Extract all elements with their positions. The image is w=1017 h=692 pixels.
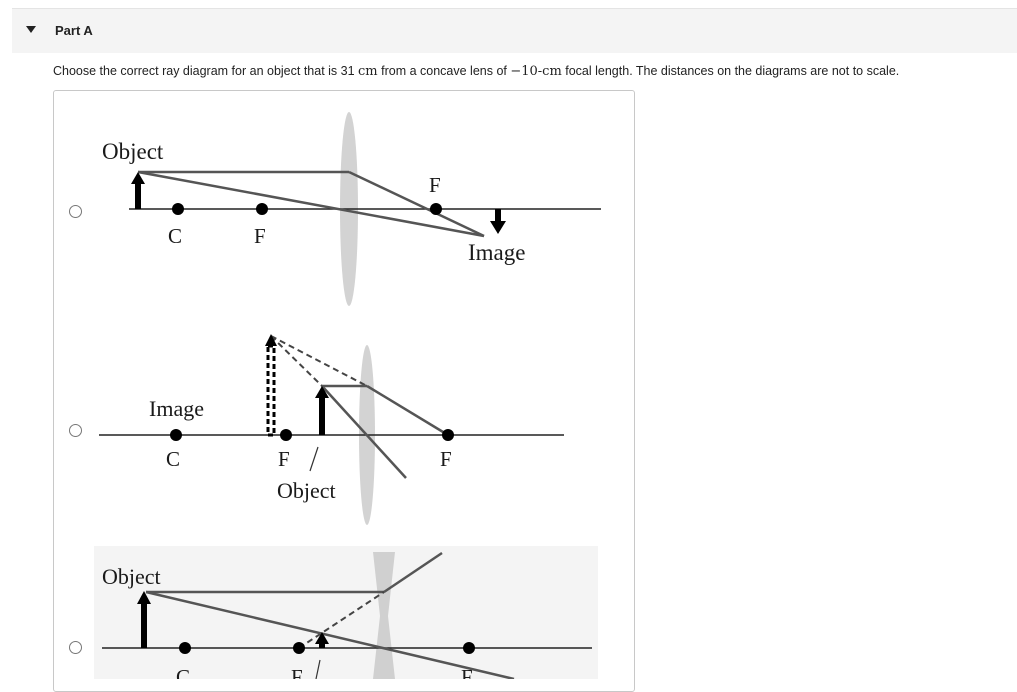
virtual-ray-1 <box>270 335 368 387</box>
option-1-diagram: Object C F F Image <box>102 112 601 306</box>
f-left-label: F <box>278 447 290 471</box>
ray-refracted <box>366 384 449 437</box>
c-label: C <box>168 224 182 248</box>
object-label: Object <box>102 139 164 164</box>
point-c <box>170 429 182 441</box>
point-c <box>179 642 191 654</box>
point-f-right <box>442 429 454 441</box>
image-arrow-shaft <box>495 209 501 223</box>
image-leader-line <box>315 659 321 679</box>
point-c <box>172 203 184 215</box>
ray-center <box>321 385 407 479</box>
image-label: Image <box>468 240 525 265</box>
image-label: Image <box>149 396 204 421</box>
ray-refracted <box>348 170 485 238</box>
object-arrow-head <box>315 386 329 398</box>
part-title: Part A <box>55 23 93 38</box>
point-f-left <box>280 429 292 441</box>
point-f-right <box>463 642 475 654</box>
object-leader-line <box>309 446 319 472</box>
image-arrow-shaft <box>266 344 276 437</box>
image-arrow-head <box>315 632 329 644</box>
virtual-ray <box>298 591 385 649</box>
object-arrow-shaft <box>135 181 141 209</box>
image-arrow-shaft <box>319 643 325 648</box>
ray-refracted <box>383 551 443 594</box>
virtual-ray-2 <box>270 335 323 387</box>
object-label: Object <box>277 478 336 503</box>
image-arrow-head <box>490 221 506 234</box>
point-f-left <box>256 203 268 215</box>
image-arrow-head <box>265 334 277 346</box>
option-3-radio[interactable] <box>69 641 82 654</box>
diagram-panel <box>94 546 598 679</box>
question-text: Choose the correct ray diagram for an ob… <box>53 64 900 79</box>
c-label: C <box>166 447 180 471</box>
option-3-diagram: Object C F F <box>94 546 598 679</box>
option-2-radio[interactable] <box>69 424 82 437</box>
option-2-diagram: Image C F F Object <box>99 334 564 525</box>
f-right-label: F <box>440 447 452 471</box>
caret-down-icon[interactable] <box>26 26 36 33</box>
object-arrow-shaft <box>141 602 147 648</box>
option-1-radio[interactable] <box>69 205 82 218</box>
top-divider <box>12 8 1017 9</box>
c-label: C <box>176 665 190 679</box>
f-left-label: F <box>291 665 303 679</box>
part-header[interactable] <box>12 9 1017 53</box>
f-right-label: F <box>429 173 441 197</box>
ray-center <box>137 170 485 238</box>
object-arrow-shaft <box>319 396 325 435</box>
ray-center <box>145 590 515 679</box>
f-right-label: F <box>461 665 473 679</box>
object-label: Object <box>102 564 161 589</box>
point-f-left <box>293 642 305 654</box>
f-left-label: F <box>254 224 266 248</box>
point-f-right <box>430 203 442 215</box>
object-arrow-head <box>137 591 151 604</box>
object-arrow-head <box>131 172 145 184</box>
